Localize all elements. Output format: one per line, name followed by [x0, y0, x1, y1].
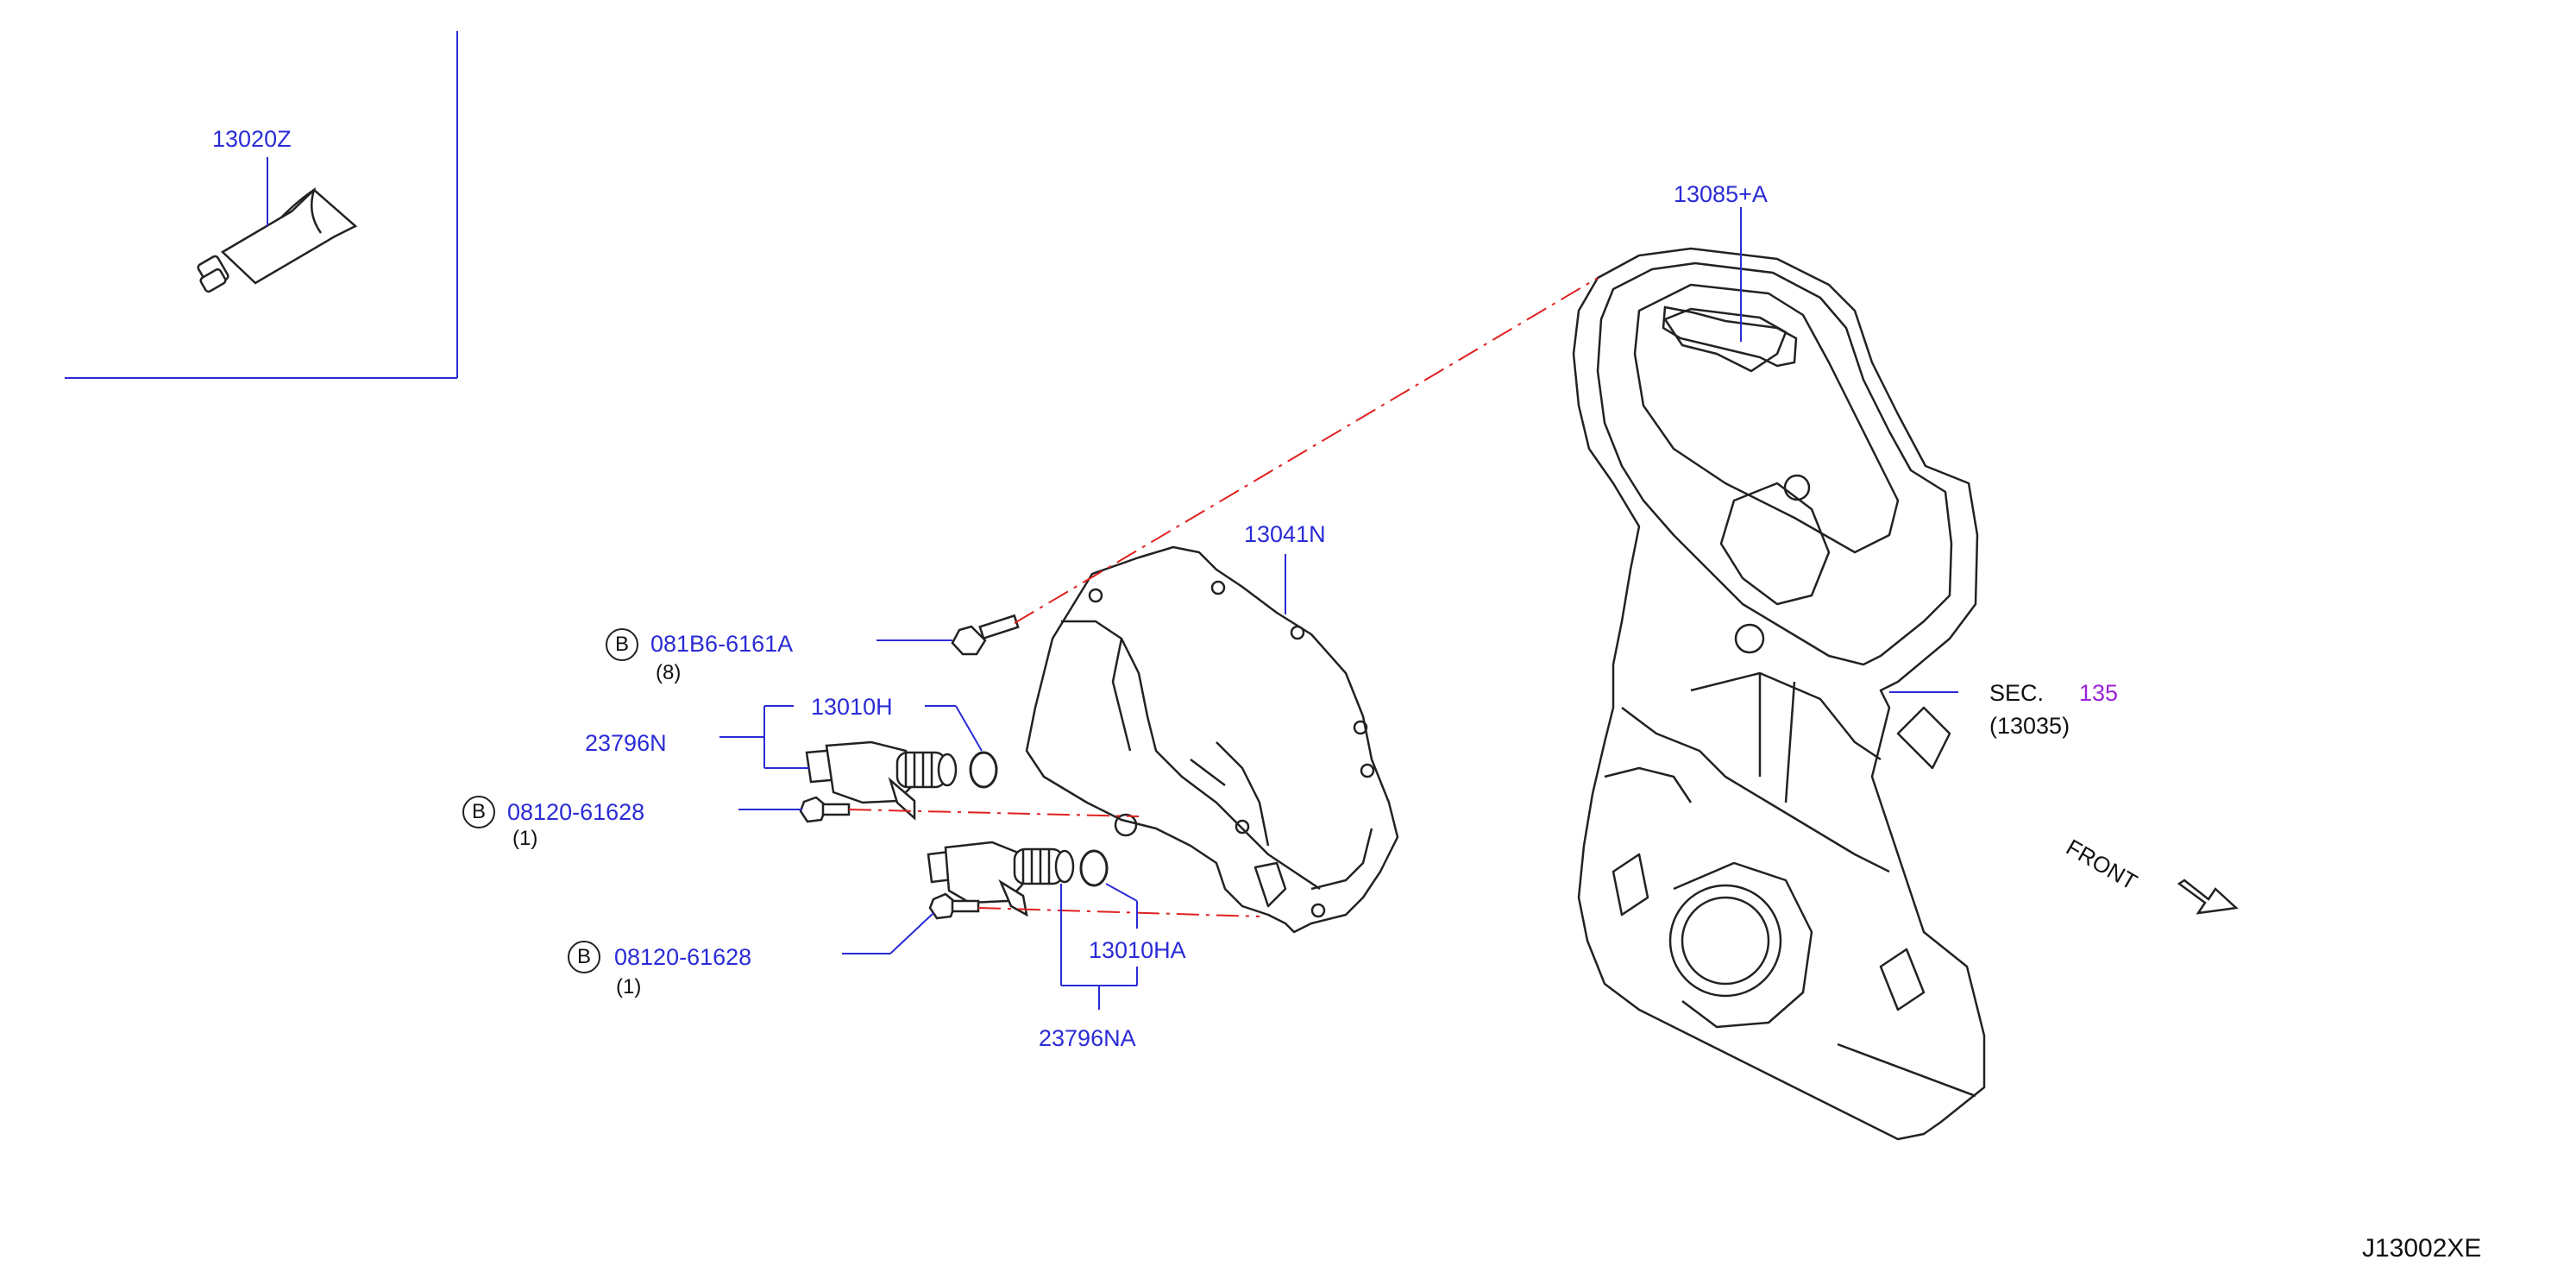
part-label-08120-61628-lower[interactable]: 08120-61628: [614, 944, 752, 970]
sealant-tube: [197, 187, 358, 293]
qty-bolt-lower: (1): [616, 975, 642, 998]
section-ref-prefix: SEC.: [1989, 680, 2045, 706]
section-ref-sub: (13035): [1989, 713, 2070, 739]
diagram-id: J13002XE: [2362, 1234, 2482, 1263]
part-label-13010ha[interactable]: 13010HA: [1089, 937, 1186, 963]
bolt-lower: [928, 892, 980, 920]
badge-b-main: B: [606, 628, 638, 661]
part-label-13085a[interactable]: 13085+A: [1674, 181, 1768, 207]
section-ref-number[interactable]: 135: [2079, 680, 2119, 706]
oring-lower: [1079, 849, 1109, 887]
bolt-main: [951, 614, 1020, 656]
sealant-inset-frame: [65, 31, 458, 379]
qty-bolt-upper: (1): [512, 827, 538, 850]
timing-chain-case: [1572, 247, 1986, 1141]
bolt-upper: [799, 796, 851, 823]
valve-upper: [805, 740, 958, 821]
part-label-08120-61628-upper[interactable]: 08120-61628: [507, 799, 645, 825]
part-label-13041n[interactable]: 13041N: [1244, 521, 1326, 547]
alignment-lines: [848, 277, 1599, 917]
part-label-23796na[interactable]: 23796NA: [1039, 1025, 1136, 1051]
oring-upper: [969, 751, 998, 789]
badge-b-upper: B: [462, 796, 495, 828]
part-label-13010h[interactable]: 13010H: [811, 694, 893, 720]
qty-bolt-main: (8): [656, 661, 682, 684]
front-cover: [1025, 545, 1399, 934]
part-label-081b6-6161a[interactable]: 081B6-6161A: [650, 631, 794, 657]
part-label-13020z[interactable]: 13020Z: [212, 126, 292, 152]
part-label-23796n[interactable]: 23796N: [585, 730, 667, 756]
badge-b-lower: B: [568, 941, 600, 973]
gasket: [1662, 306, 1798, 368]
valve-lower: [927, 841, 1075, 917]
front-arrow-icon: [2177, 879, 2239, 915]
leader-lines: [267, 157, 1958, 1010]
